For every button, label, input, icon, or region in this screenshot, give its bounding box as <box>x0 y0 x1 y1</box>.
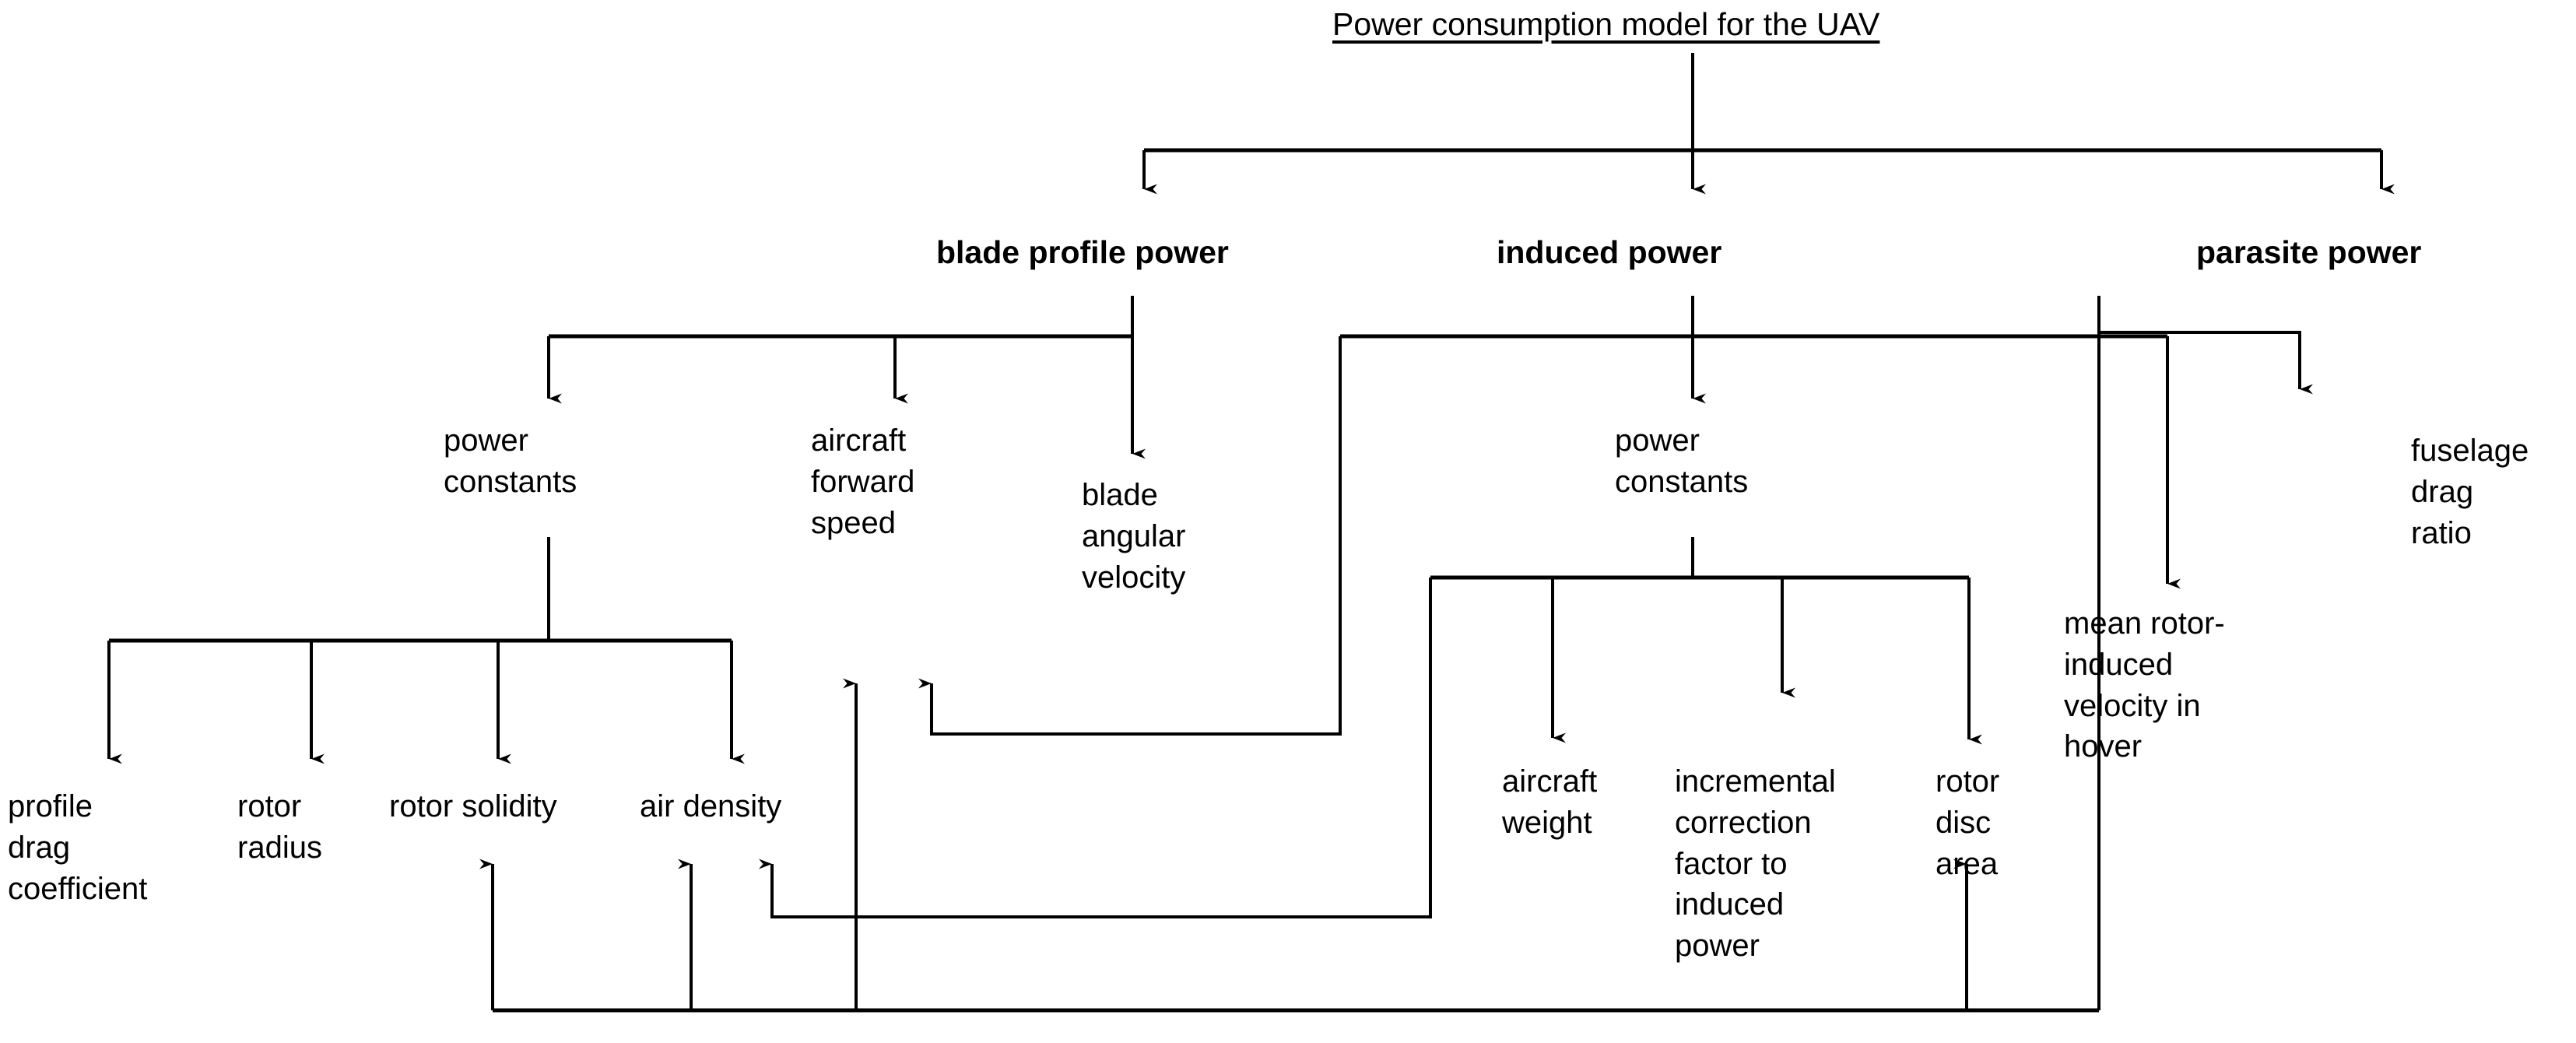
edge-parasite-power-to-fuselage-drag-ratio <box>2099 331 2313 395</box>
node-power-constants-induced[interactable]: power constants <box>1615 423 1749 499</box>
node-fuselage-drag-ratio[interactable]: fuselage drag ratio <box>2411 434 2529 550</box>
node-incremental-correction-factor[interactable]: incremental correction factor to induced… <box>1675 764 1836 964</box>
node-induced-power[interactable]: induced power <box>1497 234 1722 270</box>
node-mean-rotor-induced-velocity[interactable]: mean rotor- induced velocity in hover <box>2064 606 2225 764</box>
node-power-constants-blade[interactable]: power constants <box>444 423 577 499</box>
node-rotor-disc-area[interactable]: rotor disc area <box>1936 764 2000 881</box>
node-blade-profile-power[interactable]: blade profile power <box>936 234 1229 270</box>
node-blade-angular-velocity[interactable]: blade angular velocity <box>1082 478 1186 595</box>
node-air-density[interactable]: air density <box>640 789 782 824</box>
node-aircraft-forward-speed[interactable]: aircraft forward speed <box>811 423 915 540</box>
node-aircraft-weight[interactable]: aircraft weight <box>1502 764 1598 840</box>
edge-induced-power-to-aircraft-forward-speed <box>918 336 1342 736</box>
node-profile-drag-coefficient[interactable]: profile drag coefficient <box>8 789 148 906</box>
node-rotor-radius[interactable]: rotor radius <box>237 789 322 865</box>
edge-power-constants-induced-to-air-density <box>759 578 1432 918</box>
node-rotor-solidity[interactable]: rotor solidity <box>389 789 557 824</box>
node-parasite-power[interactable]: parasite power <box>2196 234 2422 270</box>
diagram-title: Power consumption model for the UAV <box>1332 6 1880 42</box>
